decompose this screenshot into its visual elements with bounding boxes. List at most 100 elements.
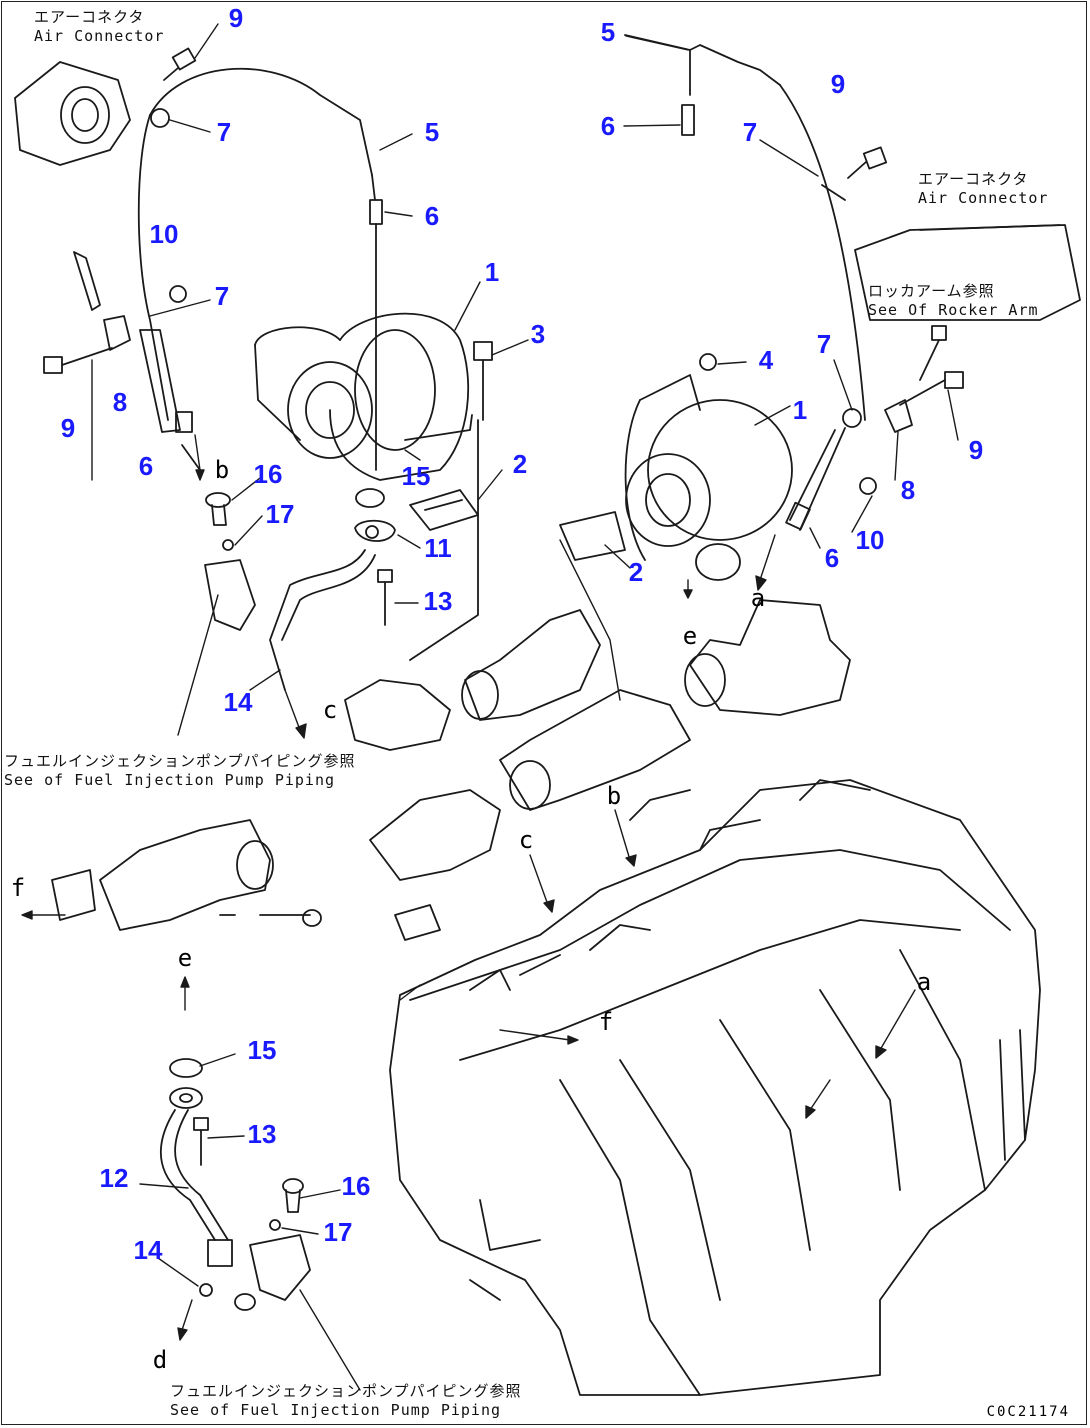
note-rocker-arm-jp: ロッカアーム参照 [868,282,995,300]
lower-flange-15 [169,1058,203,1109]
ref-letter-e: e [177,944,193,972]
oil-tube-left [269,549,376,691]
callout-7[interactable]: 7 [816,329,832,359]
callout-14[interactable]: 14 [223,687,253,717]
ref-letter-c: c [518,826,534,854]
callout-1[interactable]: 1 [792,395,808,425]
engine-block [389,779,1041,1396]
gasket-2-right [559,511,626,561]
bracket-8-right [884,399,913,433]
ref-letter-b: b [214,456,230,484]
callout-2[interactable]: 2 [512,449,528,479]
washer-17-left [222,539,234,551]
lower-bolt-16 [282,1178,304,1213]
ref-letter-a: a [750,584,766,612]
callout-7[interactable]: 7 [742,117,758,147]
bolt-9-right-top [847,146,888,179]
callout-8[interactable]: 8 [900,475,916,505]
ref-letter-a: a [916,968,932,996]
callout-5[interactable]: 5 [424,117,440,147]
gasket-2-left [409,489,479,531]
callout-4[interactable]: 4 [758,345,774,375]
guide-line-left [409,419,479,661]
callout-9[interactable]: 9 [60,413,76,443]
drawing-code: C0C21174 [986,1404,1070,1420]
left-tube-assembly [137,68,383,471]
flange-11 [354,519,396,542]
bolt-3 [473,341,493,421]
callout-16[interactable]: 16 [253,459,283,489]
gasket-15-left [355,488,385,508]
callout-16[interactable]: 16 [341,1171,371,1201]
lower-washer-14 [199,1283,213,1297]
note-fuel-pump-middle-jp: フュエルインジェクションポンプパイピング参照 [4,752,356,770]
note-fuel-pump-bottom: フュエルインジェクションポンプパイピング参照 See of Fuel Injec… [170,1382,522,1420]
callout-8[interactable]: 8 [112,387,128,417]
lower-banjo-fitting [234,1234,311,1311]
flow-arrows [21,434,916,1341]
callout-17[interactable]: 17 [265,499,295,529]
ref-letter-d: d [152,1346,168,1374]
stud-left [73,251,101,311]
callout-10[interactable]: 10 [149,219,179,249]
callout-10[interactable]: 10 [855,525,885,555]
note-fuel-pump-bottom-en: See of Fuel Injection Pump Piping [170,1401,502,1419]
exhaust-manifold-left [51,789,501,941]
tube-6-right [785,427,846,531]
callout-2[interactable]: 2 [628,557,644,587]
callout-1[interactable]: 1 [484,257,500,287]
note-air-connector-right-jp: エアーコネクタ [918,170,1029,188]
exhaust-manifold-centre [344,609,601,751]
turbocharger-right [624,374,793,581]
leader-lines [91,23,959,1391]
note-air-connector-left-jp: エアーコネクタ [34,8,145,26]
bolt-13-left [377,569,393,626]
callout-6[interactable]: 6 [600,111,616,141]
callout-9[interactable]: 9 [228,3,244,33]
lower-oil-tube-12 [159,1109,233,1267]
ref-letter-f: f [598,1008,614,1036]
callout-6[interactable]: 6 [824,543,840,573]
bolt-9-right [899,325,964,406]
callout-11[interactable]: 11 [424,533,452,563]
nut-10-left [169,285,187,303]
callout-15[interactable]: 15 [247,1035,277,1065]
ref-letter-b: b [606,782,622,810]
exhaust-manifold-right [499,599,851,811]
clamp-7-right [842,408,862,428]
ref-letter-c: c [322,696,338,724]
bolt-9-top [163,47,197,81]
callout-9[interactable]: 9 [830,69,846,99]
nut-4 [699,353,717,371]
bracket-8-left [103,315,131,351]
callout-14[interactable]: 14 [133,1235,163,1265]
callout-13[interactable]: 13 [247,1119,277,1149]
callout-3[interactable]: 3 [530,319,546,349]
note-rocker-arm-en: See Of Rocker Arm [868,301,1039,319]
callout-9[interactable]: 9 [968,435,984,465]
note-air-connector-right-en: Air Connector [918,189,1049,207]
note-rocker-arm: ロッカアーム参照 See Of Rocker Arm [868,282,1039,320]
bolt-16-left [205,492,231,526]
lower-bolt-13 [193,1117,209,1166]
callout-7[interactable]: 7 [216,117,232,147]
clamp-7-top [150,108,170,128]
callout-13[interactable]: 13 [423,586,453,616]
callout-17[interactable]: 17 [323,1217,353,1247]
callout-6[interactable]: 6 [138,451,154,481]
ref-letter-e: e [682,622,698,650]
air-connector-right [854,224,1081,321]
callout-12[interactable]: 12 [99,1163,129,1193]
turbocharger-left [254,312,473,481]
callout-15[interactable]: 15 [401,461,431,491]
note-air-connector-left: エアーコネクタ Air Connector [34,8,164,46]
note-fuel-pump-middle-en: See of Fuel Injection Pump Piping [4,771,336,789]
lower-washer-17 [269,1219,281,1231]
banjo-fitting-left [204,559,256,631]
callout-6[interactable]: 6 [424,201,440,231]
callout-7[interactable]: 7 [214,281,230,311]
air-connector-left [14,61,131,166]
callout-5[interactable]: 5 [600,17,616,47]
